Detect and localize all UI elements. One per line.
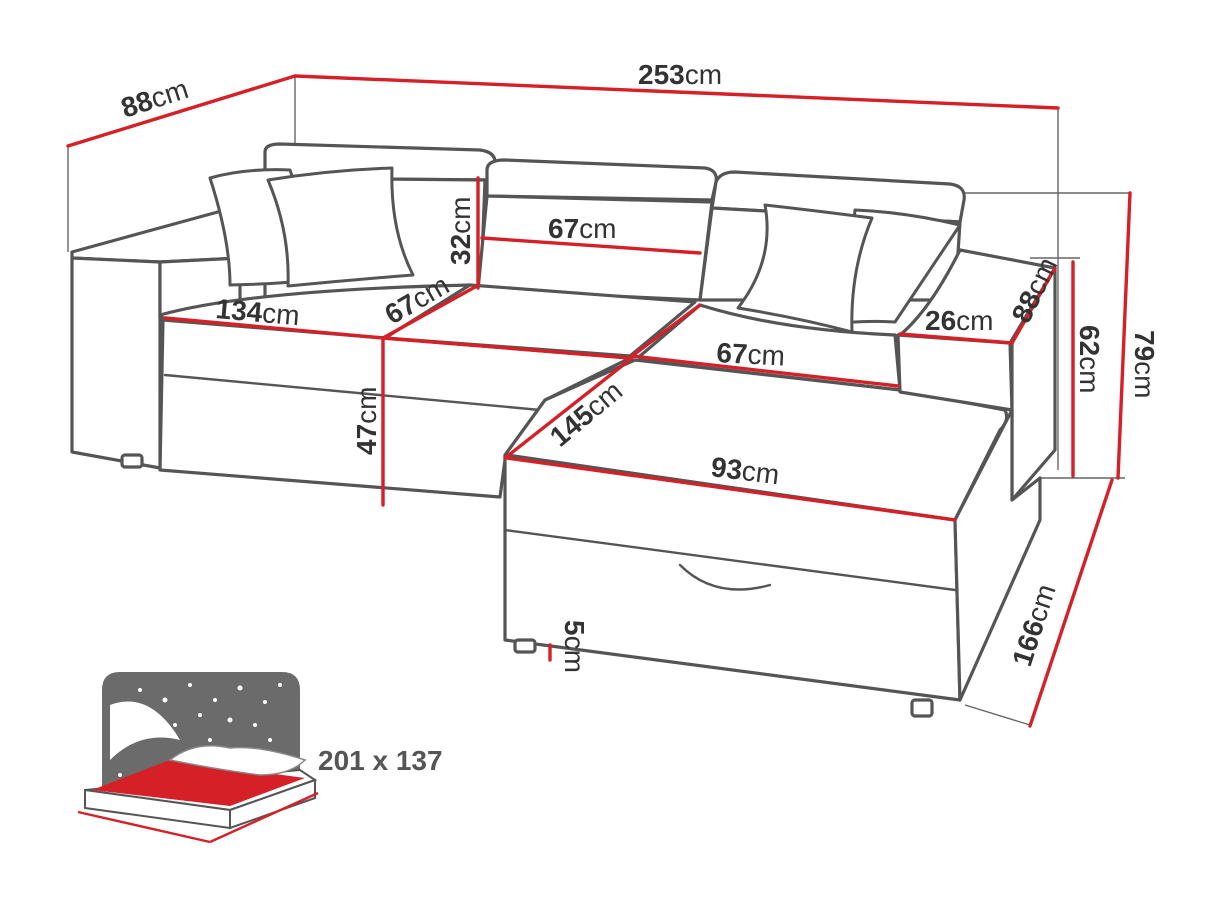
dim-line-chaise-width [505,456,957,522]
label-total-height: 79cm [1129,330,1160,398]
pillow-left-front [266,166,415,288]
bed-night-icon [77,672,319,844]
dim-line-chaise-seat [630,354,900,388]
label-chaise-width: 93cm [709,451,781,490]
label-back-cushion: 67cm [548,213,616,244]
dim-line-armrest-depth [1010,266,1057,345]
pillow-right-front [736,203,874,334]
label-armrest-width: 26cm [925,305,993,336]
dim-line-armrest-width [898,332,1014,345]
label-total-width: 253cm [638,59,722,90]
pillows [208,166,962,334]
label-seat-height: 47cm [351,387,382,455]
dim-line-total-width [293,74,1060,110]
dim-line-chaise-length [503,356,634,460]
dim-line-total-depth [66,74,297,148]
dim-line-seat-front [381,336,632,360]
dim-line-chaise-depth [1028,478,1114,728]
label-back-height: 32cm [445,197,476,265]
dim-line-total-height [1116,191,1132,480]
sleeping-area-label: 201 x 137 [318,745,443,776]
label-total-depth: 88cm [117,73,192,124]
label-seat-left: 134cm [214,293,300,331]
label-chaise-seat: 67cm [716,337,786,372]
label-arm-height: 62cm [1074,325,1105,393]
guide-lines [67,76,1130,726]
dim-line-chaise-join [630,303,702,358]
label-leg-height: 5cm [559,620,590,673]
dim-line-seat-left [163,316,385,340]
dim-line-seat-middle [381,285,477,340]
dim-line-back-cushion [480,236,702,255]
dimension-lines [66,74,1132,728]
